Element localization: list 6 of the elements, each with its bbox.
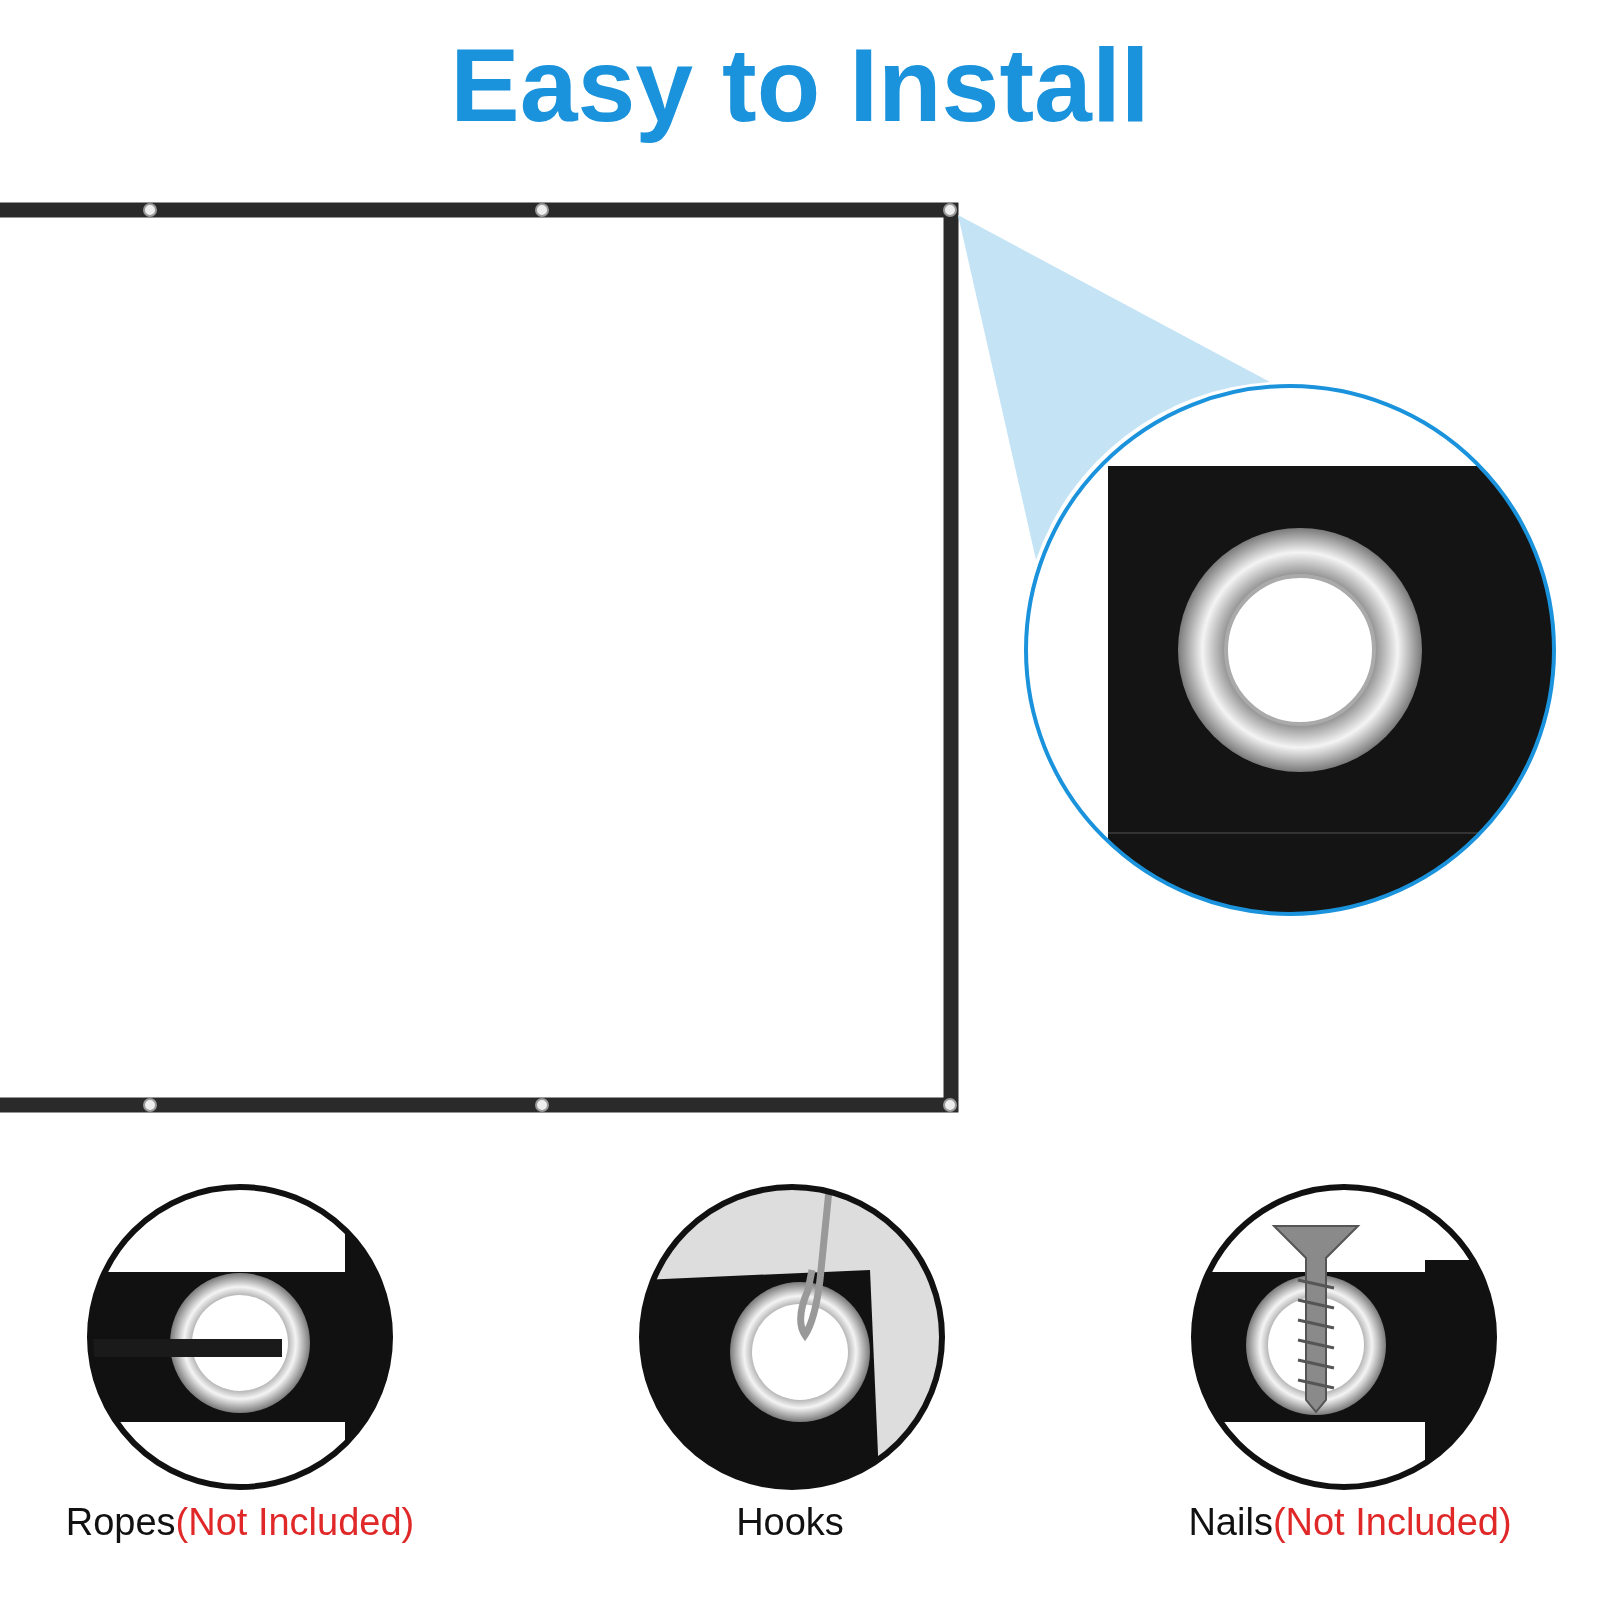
note-text: (Not Included) (1272, 1500, 1512, 1545)
caption-text: Hooks (736, 1500, 844, 1545)
note-text: (Not Included) (175, 1500, 415, 1545)
caption-text: Nails (1188, 1500, 1273, 1545)
caption-text: Ropes (65, 1500, 176, 1545)
title: Easy to Install (449, 28, 1151, 143)
